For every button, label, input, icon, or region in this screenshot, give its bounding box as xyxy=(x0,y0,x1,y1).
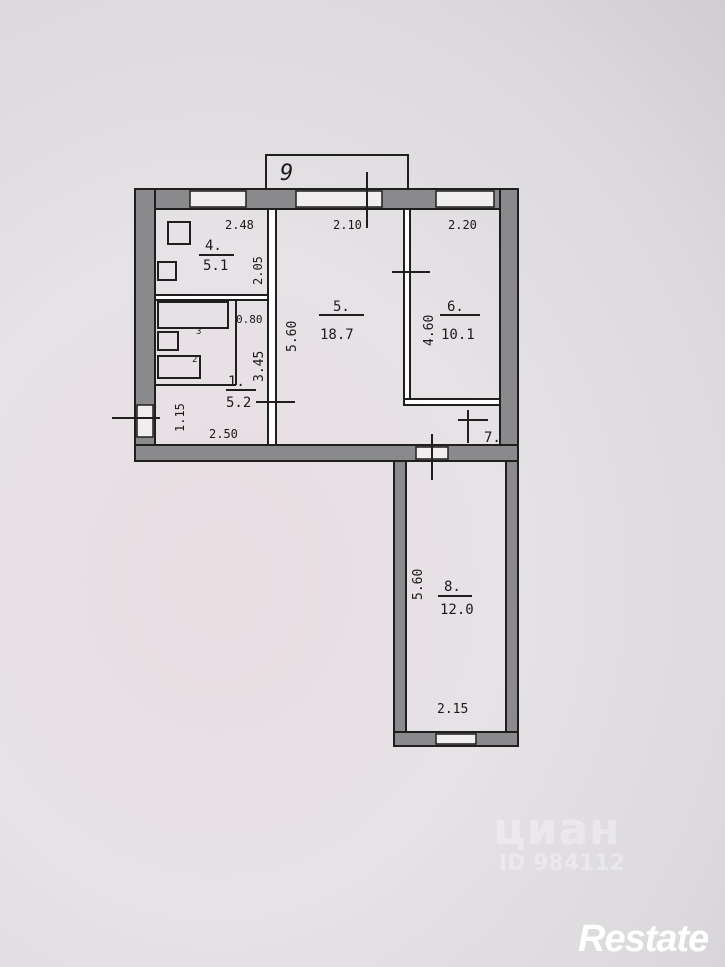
room-8-number: 8. xyxy=(444,579,461,595)
dim-kitchen-width: 2.48 xyxy=(225,218,254,232)
room-7-number: 7. xyxy=(484,430,501,446)
dim-bath-door: 0.80 xyxy=(236,313,263,326)
wall-bottom xyxy=(134,444,519,462)
sink-icon xyxy=(157,261,177,281)
dim-room8-depth: 5.60 xyxy=(411,569,426,600)
dim-room5-depth: 5.60 xyxy=(285,321,300,352)
room-6-number: 6. xyxy=(447,299,464,315)
wall-room8-left xyxy=(393,460,407,747)
dim-room6-depth: 4.60 xyxy=(422,315,437,346)
toilet-icon xyxy=(157,355,201,379)
room-5-number: 5. xyxy=(333,299,350,315)
wall-room8-right xyxy=(505,460,519,747)
window xyxy=(435,190,495,208)
dim-hall-width: 2.50 xyxy=(209,427,238,441)
room-6-area: 10.1 xyxy=(441,327,475,343)
stove-icon xyxy=(167,221,191,245)
cian-brand: циан xyxy=(493,804,621,855)
balcony-label: 9 xyxy=(280,161,293,186)
room-8-area: 12.0 xyxy=(440,602,474,618)
window xyxy=(435,733,477,745)
wall-right xyxy=(499,188,519,462)
dim-kitchen-depth: 2.05 xyxy=(251,256,265,285)
washbasin-icon xyxy=(157,331,179,351)
room-1-area: 5.2 xyxy=(226,395,251,411)
wall-interior xyxy=(267,208,277,446)
dim-room8-width: 2.15 xyxy=(437,702,468,717)
room-4-number: 4. xyxy=(205,238,222,254)
dim-room6-width: 2.20 xyxy=(448,218,477,232)
window xyxy=(189,190,247,208)
wall-interior xyxy=(403,208,411,406)
bath-label: 3 xyxy=(196,327,201,337)
restate-logo: Restate xyxy=(578,918,709,960)
bathtub-icon xyxy=(157,301,229,329)
wall-interior xyxy=(403,398,501,406)
window xyxy=(295,190,383,208)
door-opening xyxy=(136,404,154,438)
cian-watermark: циан ID 984112 xyxy=(465,808,625,876)
cian-id: ID 984112 xyxy=(499,851,625,876)
room-4-area: 5.1 xyxy=(203,258,228,274)
wall-interior xyxy=(154,294,269,301)
dim-room5-width: 2.10 xyxy=(333,218,362,232)
dim-hall-depth: 3.45 xyxy=(252,351,267,382)
room-1-number: 1. xyxy=(228,374,245,390)
dim-hall-small: 1.15 xyxy=(173,403,187,432)
room-5-area: 18.7 xyxy=(320,327,354,343)
wc-label: 2 xyxy=(192,355,197,365)
